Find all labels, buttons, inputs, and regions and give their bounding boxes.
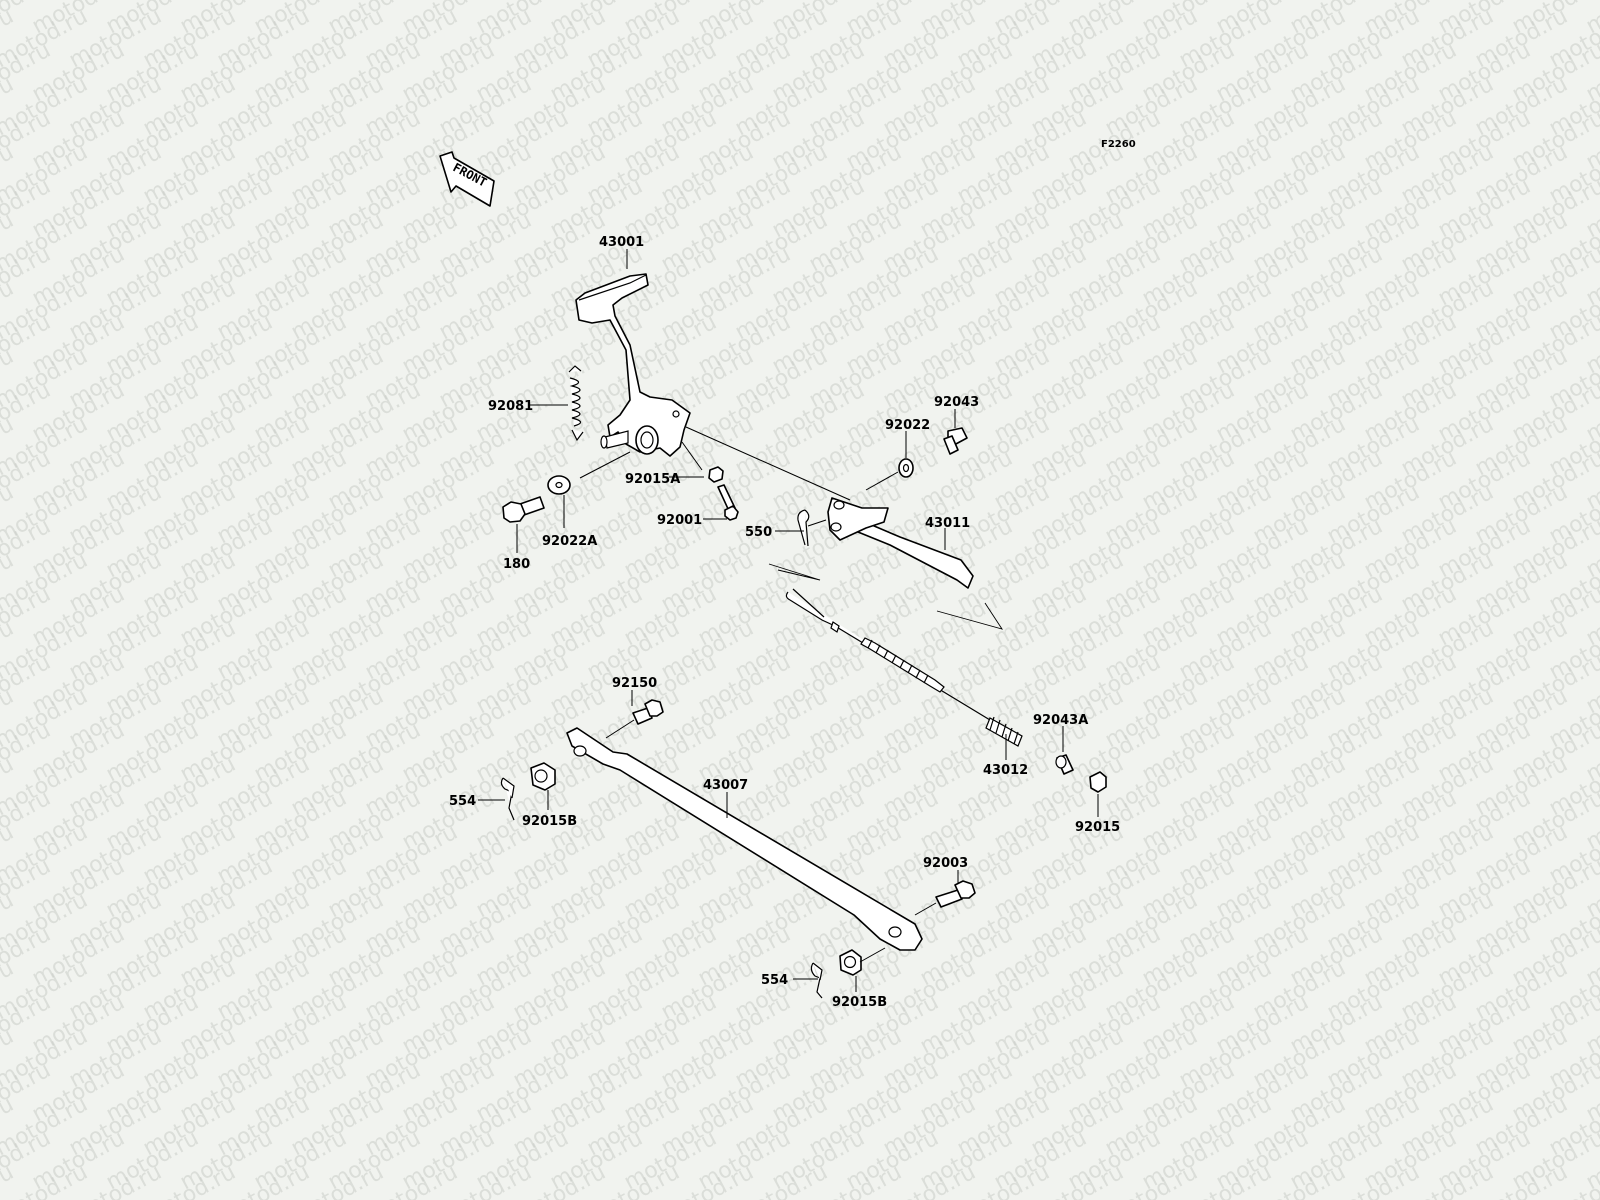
- part-label: 550: [745, 525, 772, 540]
- part-label: 43012: [983, 763, 1028, 778]
- part-label: 92043: [934, 395, 979, 410]
- part-label: 92003: [923, 856, 968, 871]
- part-label: 43011: [925, 516, 970, 531]
- part-label: 92081: [488, 399, 533, 414]
- part-label: 554: [449, 794, 476, 809]
- part-label: 43007: [703, 778, 748, 793]
- nut-92015A-part: [708, 466, 724, 483]
- nut-92015B-upper-part: [530, 762, 556, 791]
- pin-92043A-part: [1055, 754, 1074, 775]
- washer-92022-part: [898, 458, 914, 478]
- part-label: 92015B: [522, 814, 577, 829]
- part-label: 92043A: [1033, 713, 1088, 728]
- washer-92022A-part: [547, 475, 571, 495]
- part-label: 180: [503, 557, 530, 572]
- diagram-code: F2260: [1101, 139, 1136, 150]
- nut-92015B-lower-part: [839, 949, 862, 976]
- part-label: 92015B: [832, 995, 887, 1010]
- part-label: 92001: [657, 513, 702, 528]
- part-label: 92015A: [625, 472, 680, 487]
- part-label: 554: [761, 973, 788, 988]
- part-label: 43001: [599, 235, 644, 250]
- part-label: 92022A: [542, 534, 597, 549]
- part-label: 92150: [612, 676, 657, 691]
- part-label: 92022: [885, 418, 930, 433]
- nut-92015-part: [1089, 771, 1107, 793]
- part-label: 92015: [1075, 820, 1120, 835]
